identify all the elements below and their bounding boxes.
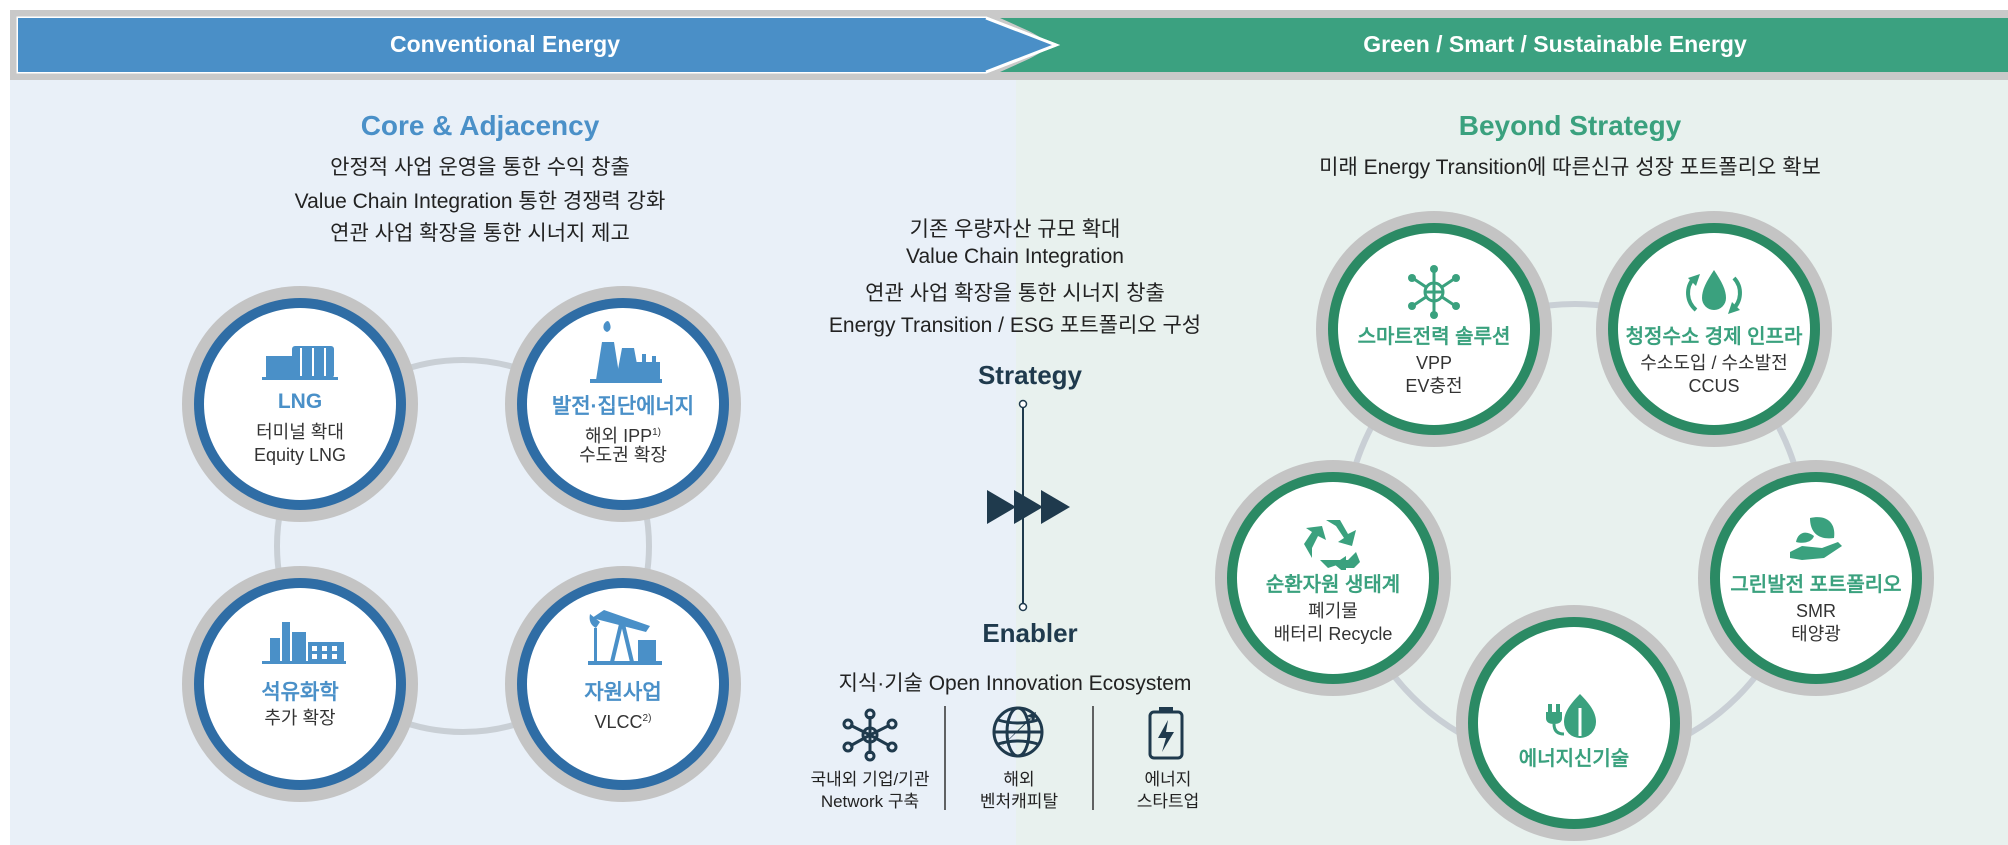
green-node <box>1720 482 1912 674</box>
left-line-2: Value Chain Integration 통한 경쟁력 강화 <box>294 190 666 213</box>
power-node <box>527 308 719 500</box>
left-section-title: Core & Adjacency <box>360 110 600 141</box>
right-line-1: 미래 Energy Transition에 따른신규 성장 포트폴리오 확보 <box>1319 156 1821 179</box>
right-section-title: Beyond Strategy <box>1458 110 1682 141</box>
strategy-line-1: 기존 우량자산 규모 확대 <box>909 218 1121 241</box>
lng-line-2: Equity LNG <box>253 445 347 465</box>
recycle-node <box>1237 482 1429 674</box>
sustainable-arrow-shape <box>1000 18 2008 72</box>
factory-icon <box>262 622 346 664</box>
lng-line-1: 터미널 확대 <box>256 422 344 442</box>
strategy-line-4: Energy Transition / ESG 포트폴리오 구성 <box>828 314 1202 337</box>
strategy-label: Strategy <box>977 360 1083 390</box>
green-line-1: SMR <box>1796 601 1836 621</box>
hydrogen-line-1: 수소도입 / 수소발전 <box>1640 353 1788 373</box>
enabler-network-line-1: 국내외 기업/기관 <box>810 770 930 789</box>
eco-plug-icon <box>1546 694 1596 738</box>
triple-arrow <box>987 490 1016 524</box>
battery-icon <box>1148 707 1184 760</box>
smartgrid-title: 스마트전력 솔루션 <box>1357 326 1511 348</box>
oil-pump-icon <box>588 610 662 665</box>
enabler-description: 지식·기술 Open Innovation Ecosystem <box>838 672 1192 695</box>
smartgrid-line-2: EV충전 <box>1405 376 1463 396</box>
hydrogen-node <box>1618 233 1810 425</box>
hydrogen-line-2: CCUS <box>1688 376 1740 396</box>
power-title: 발전·집단에너지 <box>551 395 695 418</box>
enabler-label: Enabler <box>982 618 1078 648</box>
strategy-line-3: 연관 사업 확장을 통한 시너지 창출 <box>865 282 1165 305</box>
petro-line-1: 추가 확장 <box>264 708 336 728</box>
power-line-2: 수도권 확장 <box>579 445 667 465</box>
sustainable-energy-label: Green / Smart / Sustainable Energy <box>1363 31 1747 57</box>
conventional-energy-label: Conventional Energy <box>389 31 621 57</box>
conventional-arrow-tip <box>18 18 1056 72</box>
enabler-vc-line-1: 해외 <box>1003 770 1035 789</box>
lng-title: LNG <box>277 390 323 413</box>
green-title: 그린발전 포트폴리오 <box>1730 574 1902 596</box>
globe-icon <box>992 706 1044 758</box>
strategy-line-2: Value Chain Integration <box>906 245 1124 268</box>
left-line-1: 안정적 사업 운영을 통한 수익 창출 <box>330 156 630 179</box>
recycle-title: 순환자원 생태계 <box>1265 574 1401 596</box>
hydrogen-title: 청정수소 경제 인프라 <box>1625 326 1803 348</box>
enabler-startup-line-1: 에너지 <box>1144 770 1192 789</box>
enabler-startup-line-2: 스타트업 <box>1136 792 1200 811</box>
water-cycle-icon <box>1686 270 1742 314</box>
enabler-network-line-2: Network 구축 <box>820 792 920 811</box>
smartgrid-line-1: VPP <box>1415 353 1453 373</box>
newtech-title: 에너지신기술 <box>1518 748 1630 770</box>
resource-title: 자원사업 <box>584 681 662 704</box>
green-line-2: 태양광 <box>1791 624 1841 644</box>
recycle-icon <box>1304 520 1360 570</box>
lng-tank-icon <box>262 346 338 380</box>
left-line-3: 연관 사업 확장을 통한 시너지 제고 <box>330 222 630 245</box>
network-icon <box>842 708 898 762</box>
petro-title: 석유화학 <box>261 681 339 704</box>
resource-line-1: VLCC2) <box>594 712 652 732</box>
power-line-1: 해외 IPP1) <box>584 426 662 446</box>
recycle-line-1: 폐기물 <box>1308 601 1358 621</box>
recycle-line-2: 배터리 Recycle <box>1273 624 1393 644</box>
lng-node <box>204 308 396 500</box>
smart-grid-icon <box>1408 265 1460 319</box>
petro-node <box>204 588 396 780</box>
power-plant-icon <box>590 321 662 383</box>
enabler-vc-line-2: 벤처캐피탈 <box>979 792 1059 811</box>
hand-leaf-icon <box>1790 517 1842 560</box>
